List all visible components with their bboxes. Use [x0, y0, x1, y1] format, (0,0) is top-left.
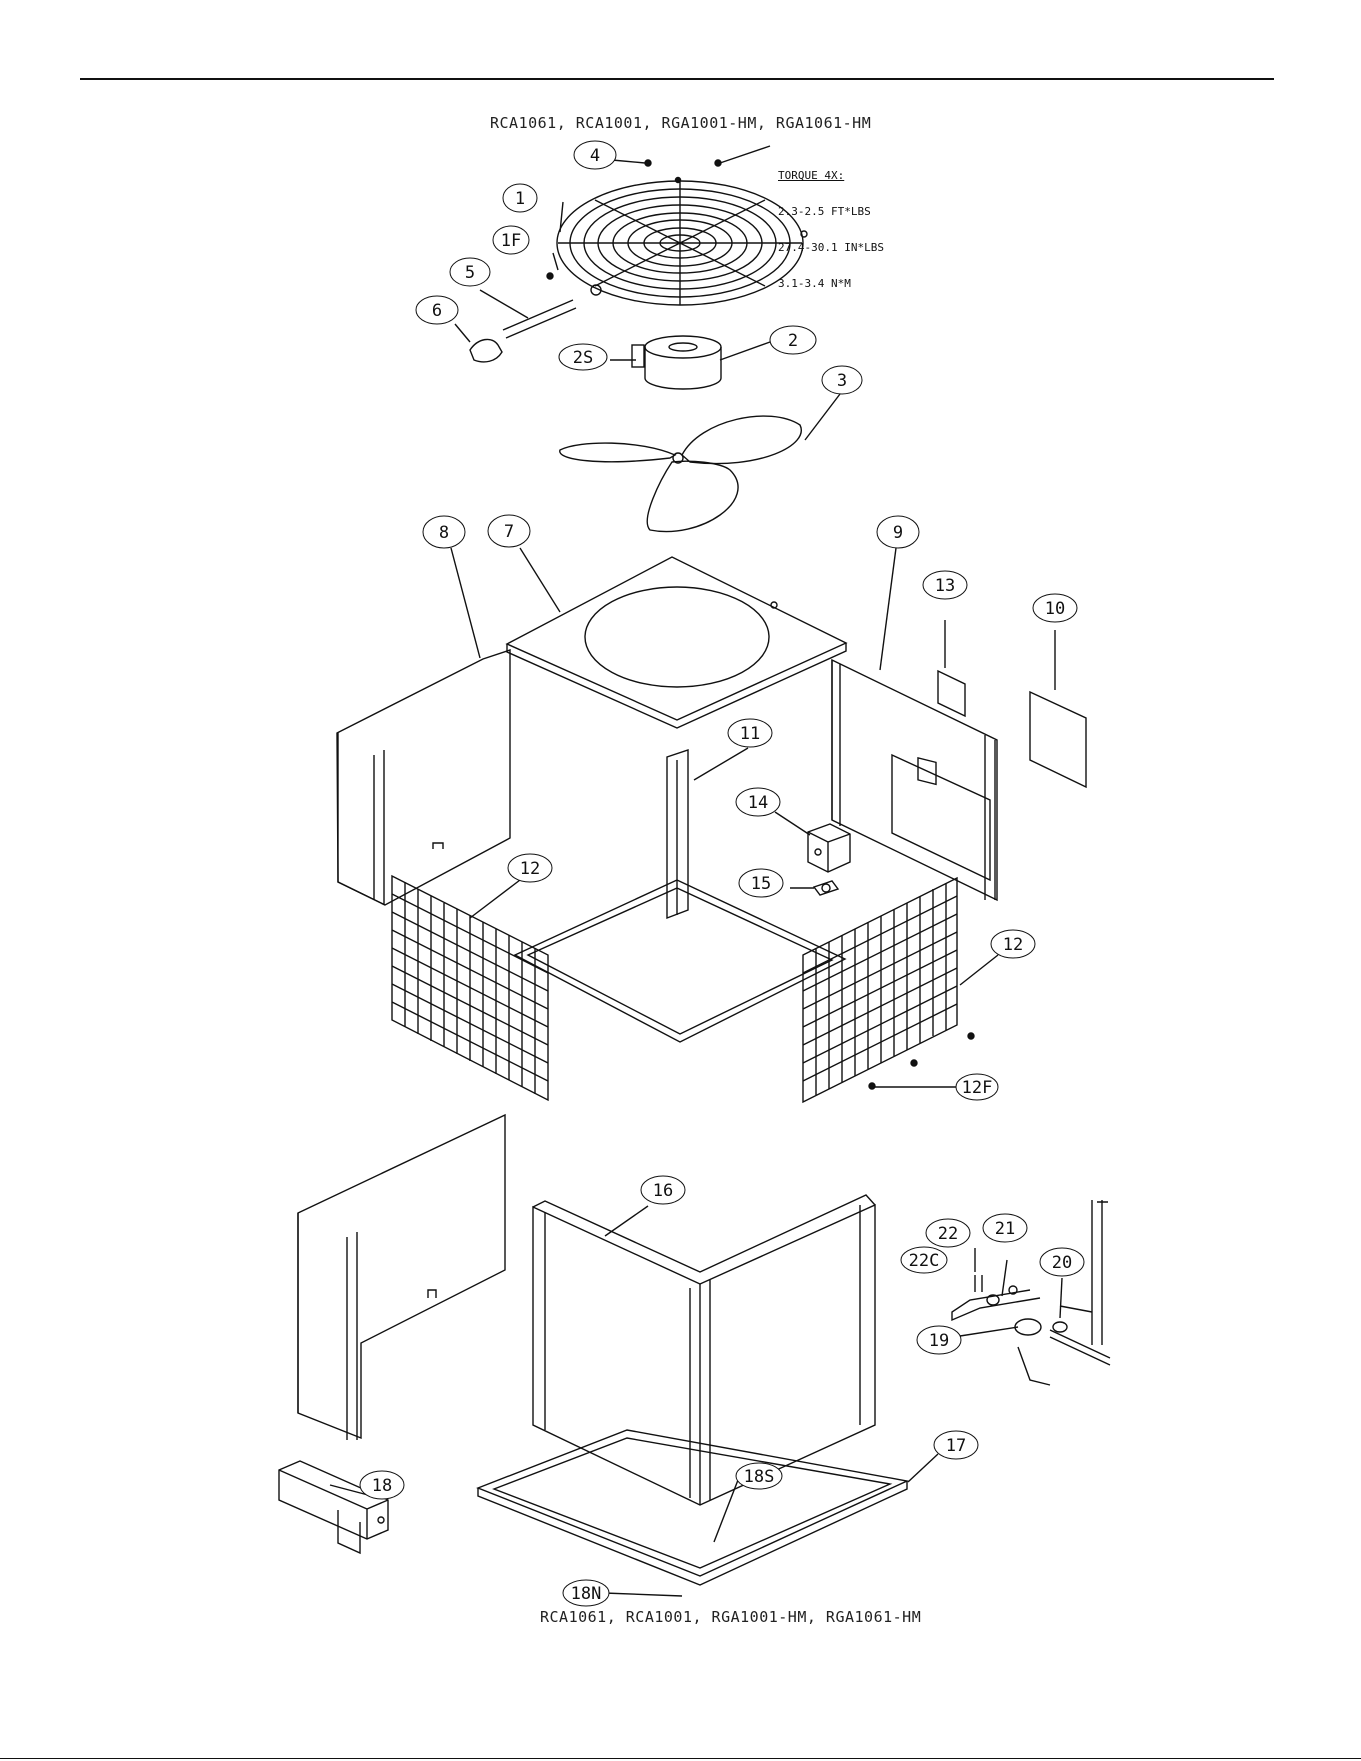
callout-label: 12	[1003, 935, 1023, 955]
callout-label: 6	[432, 301, 442, 321]
callout-c8: 8	[423, 516, 465, 548]
callout-c22: 22	[926, 1219, 970, 1247]
callout-c12a: 12	[508, 854, 552, 882]
callout-label: 7	[504, 522, 514, 542]
callout-label: 19	[929, 1331, 949, 1351]
callout-label: 13	[935, 576, 955, 596]
callout-c6: 6	[416, 296, 458, 324]
callout-c18s: 18S	[736, 1463, 782, 1489]
callout-label: 8	[439, 523, 449, 543]
callout-label: 17	[946, 1436, 966, 1456]
callout-c4: 4	[574, 141, 616, 169]
callout-label: 18S	[744, 1467, 775, 1487]
callout-c13: 13	[923, 571, 967, 599]
callout-label: 12	[520, 859, 540, 879]
callout-c18: 18	[360, 1471, 404, 1499]
callout-c12f: 12F	[956, 1074, 998, 1100]
callout-c15: 15	[739, 869, 783, 897]
callout-label: 22	[938, 1224, 958, 1244]
callout-label: 1F	[501, 231, 521, 251]
callout-c11: 11	[728, 719, 772, 747]
callout-label: 4	[590, 146, 600, 166]
callout-c2: 2	[770, 326, 816, 354]
callout-label: 11	[740, 724, 760, 744]
callout-label: 2S	[573, 348, 593, 368]
callout-c17: 17	[934, 1431, 978, 1459]
callout-c16: 16	[641, 1176, 685, 1204]
callout-c5: 5	[450, 258, 490, 286]
callout-label: 1	[515, 189, 525, 209]
callout-label: 18N	[571, 1584, 602, 1604]
callout-c9: 9	[877, 516, 919, 548]
callout-label: 2	[788, 331, 798, 351]
callout-label: 14	[748, 793, 768, 813]
callout-c7: 7	[488, 515, 530, 547]
callout-c1f: 1F	[493, 226, 529, 254]
callout-label: 22C	[909, 1251, 940, 1271]
callout-c20: 20	[1040, 1248, 1084, 1276]
callout-label: 15	[751, 874, 771, 894]
callout-label: 10	[1045, 599, 1065, 619]
callout-label: 5	[465, 263, 475, 283]
callout-label: 12F	[962, 1078, 993, 1098]
callout-c10: 10	[1033, 594, 1077, 622]
callout-c14: 14	[736, 788, 780, 816]
callout-label: 18	[372, 1476, 392, 1496]
callout-c2s: 2S	[559, 344, 607, 370]
callout-label: 20	[1052, 1253, 1072, 1273]
callout-c3: 3	[822, 366, 862, 394]
callout-c18n: 18N	[563, 1580, 609, 1606]
callout-label: 16	[653, 1181, 673, 1201]
callout-label: 3	[837, 371, 847, 391]
callout-c19: 19	[917, 1326, 961, 1354]
callout-label: 21	[995, 1219, 1015, 1239]
callout-label: 9	[893, 523, 903, 543]
callout-c12b: 12	[991, 930, 1035, 958]
callout-c21: 21	[983, 1214, 1027, 1242]
callout-c22c: 22C	[901, 1247, 947, 1273]
callout-c1: 1	[503, 184, 537, 212]
